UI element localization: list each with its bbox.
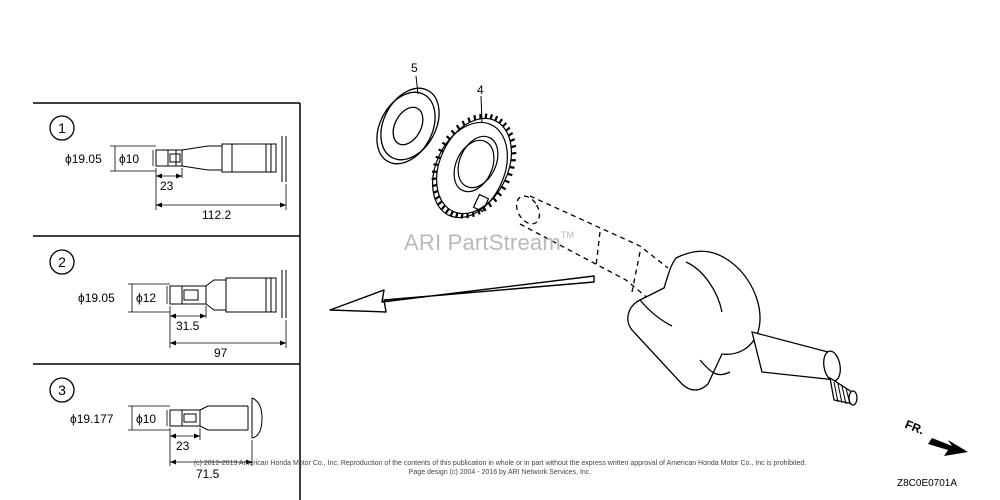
gear-tooth [484,113,488,119]
gear-tooth [445,208,450,214]
gear-tooth [438,148,444,153]
front-direction-arrow: FR. [903,417,968,456]
variant-2-short-length: 31.5 [176,319,200,333]
variant-2: 2 ϕ [49,249,287,360]
variant-3-short-length: 23 [176,439,190,453]
variant-3-dimensions [128,405,253,466]
watermark-trademark: TM [560,230,575,240]
variant-1-inner-diameter: ϕ10 [119,152,139,166]
variant-2-dimensions [128,283,287,348]
gear-tooth [504,179,510,184]
variant-1-outer-diameter: ϕ19.05 [65,152,102,166]
gear-tooth [505,126,511,132]
variant-1-total-length: 112.2 [202,208,231,222]
gear-tooth [507,132,514,137]
gear-tooth [473,115,477,121]
variant-3-number-circle [49,377,75,403]
gear-tooth [440,204,446,210]
variant-3-outer-diameter: ϕ19.177 [70,412,114,426]
variant-2-number-circle [49,249,75,275]
gear-tooth [498,118,503,124]
variant-2-total-length: 97 [214,346,228,360]
gear-part-4 [431,113,517,219]
gear-tooth [492,197,498,203]
variant-1: 1 [49,115,287,222]
gear-tooth [509,165,515,169]
callout-5: 5 [411,61,418,75]
variant-2-number: 2 [58,254,66,270]
gear-tooth [437,200,443,206]
diagram-id: Z8C0E0701A [897,478,958,489]
gear-tooth [507,172,513,177]
variant-3-number: 3 [58,382,66,398]
gear-tooth [432,189,439,194]
watermark: ARI PartStreamTM [404,230,574,256]
gear-tooth [450,129,456,135]
gear-tooth [494,115,499,122]
callout-5-leader [415,75,419,95]
gear-tooth [455,124,461,131]
copyright-line-1: (c) 2012-2013 American Honda Motor Co., … [193,460,807,467]
variant-1-number: 1 [58,120,66,136]
variant-panel-frame [33,102,301,500]
callout-4: 4 [477,83,484,97]
variant-3-inner-diameter: ϕ10 [136,412,156,426]
variant-1-number-circle [49,115,75,141]
variant-2-outer-diameter: ϕ19.05 [78,291,115,305]
gear-tooth [489,113,494,120]
front-direction-label: FR. [903,417,926,437]
variant-3-shaft [169,397,263,439]
gear-tooth [487,201,493,208]
gear-tooth [509,138,516,143]
gear-tooth [434,195,441,200]
callout-4-leader [480,95,483,123]
gear-tooth [510,144,517,149]
detail-reference-arrow [329,275,595,313]
gear-tooth [500,185,507,191]
variant-1-shaft [155,136,287,182]
watermark-text: ARI PartStream [404,230,561,255]
gear-tooth [502,122,508,128]
variant-3: 3 ϕ19.177 ϕ10 [49,377,263,481]
gear-tooth [449,210,454,217]
variant-2-inner-diameter: ϕ12 [136,291,156,305]
variant-3-total-length: 71.5 [196,467,220,481]
copyright-line-2: Page design (c) 2004 - 2016 by ARI Netwo… [408,469,592,476]
variant-2-shaft [169,270,287,318]
gear-tooth [477,209,481,215]
variant-1-dimensions [110,145,287,210]
washer-part-5 [376,87,440,165]
gear-tooth [511,151,517,155]
crankshaft [515,195,858,406]
gear-tooth [496,191,503,197]
variant-1-short-length: 23 [160,179,174,193]
gear-tooth [467,117,471,123]
gear-tooth [461,120,466,126]
